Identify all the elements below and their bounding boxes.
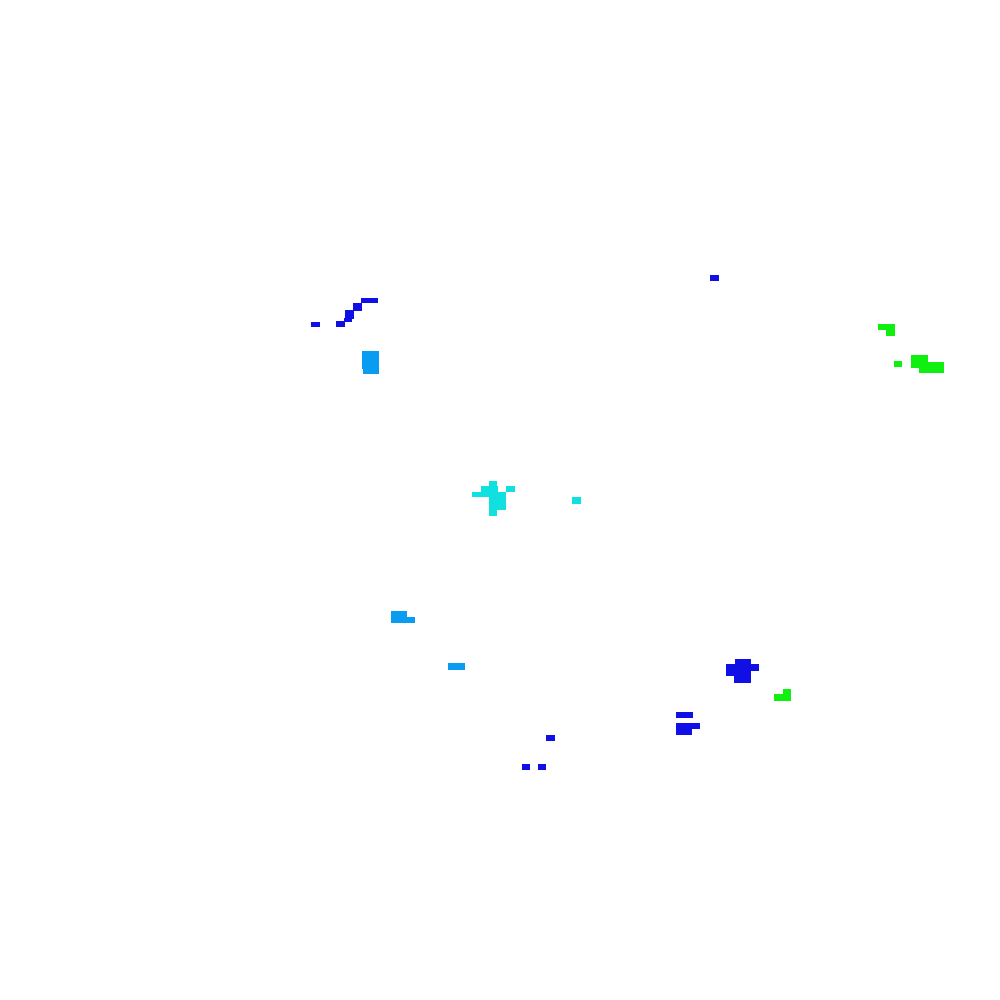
green-mark-lower-right [774, 689, 791, 701]
blue-cluster-top-left [311, 298, 378, 327]
blue-dots-bottom [522, 735, 555, 770]
green-cluster-right [878, 324, 944, 373]
blue-cluster-lower-right [676, 659, 759, 735]
azure-marks-lower-left [391, 611, 465, 670]
azure-block-left [362, 351, 379, 374]
blue-dot-top-right [710, 275, 719, 281]
cyan-cluster-center [472, 481, 581, 516]
